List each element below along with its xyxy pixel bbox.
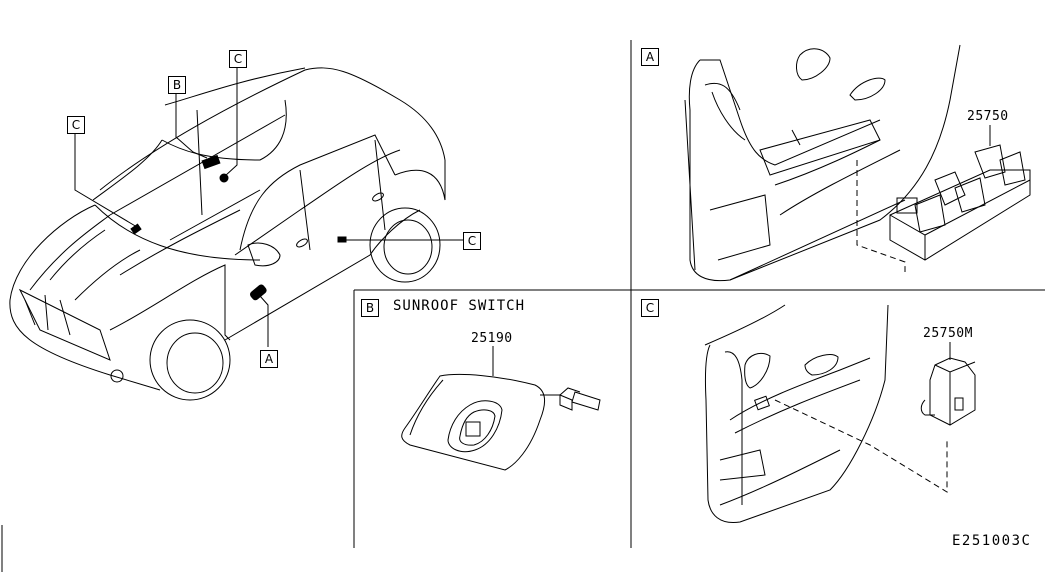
- callout-C-left[interactable]: C: [67, 116, 85, 134]
- diagram-code: E251003C: [952, 533, 1032, 549]
- callout-A-driver[interactable]: A: [260, 350, 278, 368]
- panel-B-label: B: [361, 299, 379, 317]
- overhead-switch-marker[interactable]: [219, 173, 229, 183]
- callout-C-right[interactable]: C: [463, 232, 481, 250]
- sunroof-switch-marker[interactable]: [201, 154, 221, 170]
- part-number-25190[interactable]: 25190: [471, 331, 513, 346]
- part-number-25750[interactable]: 25750: [967, 109, 1009, 124]
- leader-C1: [224, 68, 238, 177]
- part-number-25750M[interactable]: 25750M: [923, 326, 973, 341]
- panel-B-title: SUNROOF SWITCH: [393, 298, 526, 314]
- door-panel-rear-illustration: [704, 304, 889, 524]
- leader-B: [175, 90, 208, 159]
- driver-door-switch-marker[interactable]: [249, 284, 267, 301]
- callout-C-overhead[interactable]: C: [229, 50, 247, 68]
- leader-C-dashed: [774, 399, 948, 493]
- rear-window-switch-illustration: [920, 357, 976, 426]
- door-panel-front-illustration: [684, 44, 961, 282]
- vehicle-illustration: [9, 67, 446, 401]
- left-rear-switch-marker[interactable]: [130, 223, 142, 235]
- leader-A-dashed: [856, 160, 906, 272]
- leader-A: [259, 295, 269, 347]
- sunroof-switch-illustration: [401, 373, 601, 471]
- panel-A-label: A: [641, 48, 659, 66]
- panel-C-label: C: [641, 299, 659, 317]
- callout-B-sunroof[interactable]: B: [168, 76, 186, 94]
- leader-C2: [74, 132, 138, 228]
- main-window-switch-illustration: [889, 144, 1031, 261]
